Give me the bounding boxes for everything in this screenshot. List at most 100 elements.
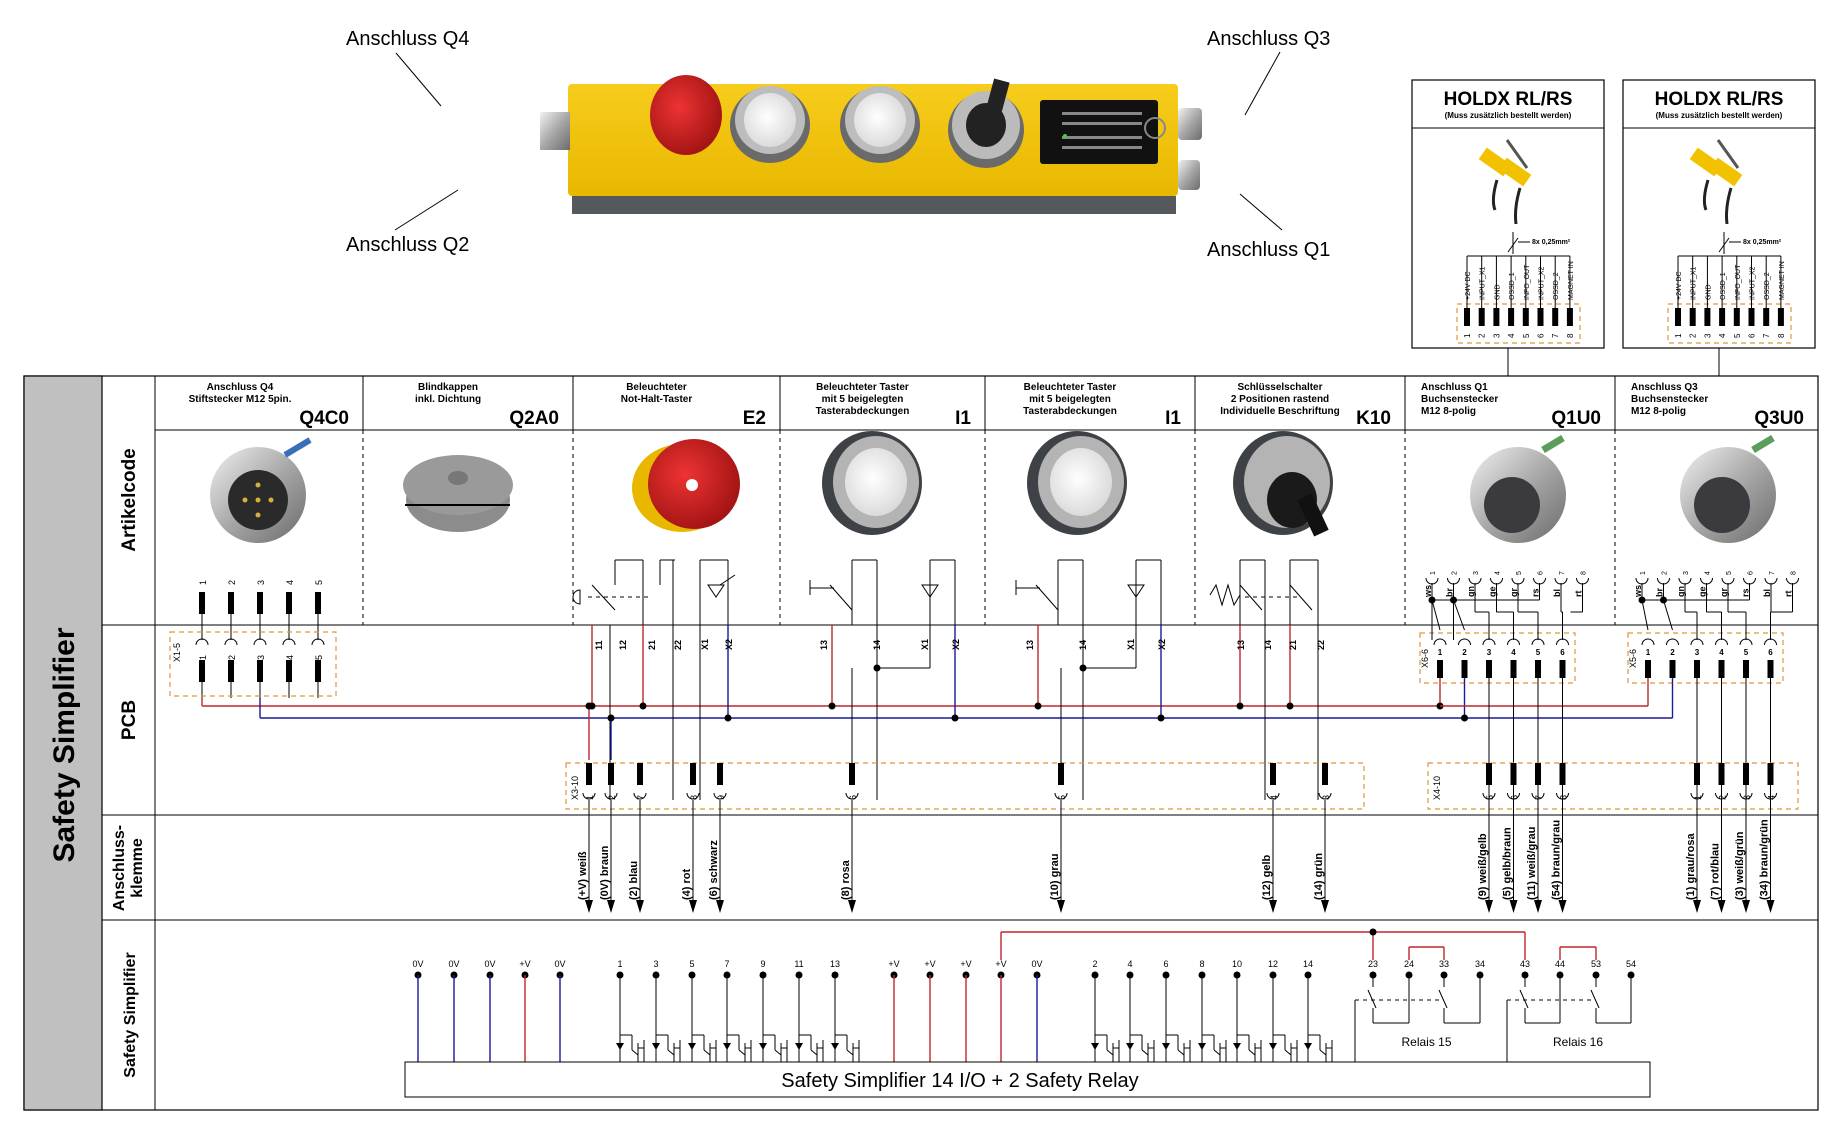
terminal-arrow (1717, 900, 1726, 913)
row-label-klemme: klemme (129, 838, 146, 898)
column-description: inkl. Dichtung (415, 394, 481, 405)
column-description: M12 8-polig (1631, 406, 1686, 417)
holdx-pin (1763, 308, 1770, 326)
holdx-pin-label: INPUT_X1 (1691, 266, 1698, 300)
transistor-arrow (688, 1043, 696, 1050)
holdx-cable-label: 8x 0,25mm² (1532, 239, 1571, 246)
column-description: Beleuchteter Taster (1024, 382, 1117, 393)
x4-pin (1559, 763, 1566, 785)
wire-color-label: rs (1741, 588, 1751, 597)
wire-color-label: ge (1698, 586, 1708, 597)
q4-pin (228, 592, 234, 614)
pin-number: 5 (1536, 648, 1541, 657)
x1-socket (253, 638, 267, 646)
socket-pin-number: 2 (1452, 571, 1459, 575)
x4-pin-number: 6 (1510, 795, 1520, 800)
holdx-cable-label: 8x 0,25mm² (1743, 239, 1782, 246)
column-description: Individuelle Beschriftung (1220, 406, 1339, 417)
junction-dot (1286, 702, 1294, 710)
relay-label: Relais 16 (1553, 1035, 1603, 1049)
column-description: Buchsenstecker (1421, 394, 1498, 405)
wire (631, 1049, 639, 1056)
pin (1718, 660, 1725, 678)
wire-color-label: gn (1466, 586, 1476, 597)
holdx-pin-number: 4 (1507, 333, 1516, 338)
pin-number: 2 (1462, 648, 1467, 657)
callout-q3: Anschluss Q3 (1207, 28, 1330, 50)
article-code: Q3U0 (1754, 408, 1804, 429)
wire-color-label: ws (1633, 585, 1643, 598)
holdx-pin-number: 8 (1566, 333, 1575, 338)
holdx-subtitle: (Muss zusätzlich bestellt werden) (1656, 111, 1783, 120)
ss-relay-terminal: 54 (1626, 959, 1636, 969)
callout-q4: Anschluss Q4 (346, 28, 469, 50)
safety-simplifier-box-label: Safety Simplifier 14 I/O + 2 Safety Rela… (781, 1070, 1138, 1092)
callout-q1: Anschluss Q1 (1207, 239, 1330, 261)
wire-color-label: ge (1488, 586, 1498, 597)
x4-pin (1535, 763, 1541, 785)
holdx-pin (1704, 308, 1711, 326)
column-description: Beleuchteter Taster (816, 382, 909, 393)
contact-label: X2 (724, 639, 734, 650)
terminal-label: (3) weiß/grün (1734, 831, 1746, 900)
holdx-pin (1689, 308, 1696, 326)
transistor-arrow (652, 1043, 660, 1050)
terminal-arrow (1693, 900, 1701, 913)
contact-label: 21 (1288, 640, 1298, 650)
holdx-pin-label: OSSD_1 (1720, 272, 1727, 300)
x3-socket (686, 792, 700, 800)
x1-socket (195, 638, 209, 646)
led-icon (921, 584, 939, 598)
wire (1367, 989, 1377, 1009)
socket-pin-number: 7 (1559, 571, 1566, 575)
ss-supply-terminal: 0V (412, 959, 423, 969)
x4-socket (1715, 792, 1728, 800)
terminal-arrow (1558, 900, 1567, 913)
pin-number: 1 (1438, 648, 1443, 657)
socket-pin-number: 2 (1662, 571, 1669, 575)
x4-pin-number: 1 (1693, 795, 1703, 800)
column-description: M12 8-polig (1421, 406, 1476, 417)
terminal-arrow (1534, 900, 1542, 913)
x3-pin-number: 2 (607, 795, 617, 800)
x3-pin (1058, 763, 1064, 785)
article-code: Q2A0 (509, 408, 559, 429)
ss-relay-terminal: 34 (1475, 959, 1485, 969)
wire-color-label: rt (1574, 590, 1584, 597)
x3-pin-number: 8 (689, 795, 699, 800)
wire-color-label: br (1655, 588, 1665, 597)
x6-connector-box (1419, 632, 1576, 684)
holdx-pin-number: 7 (1551, 333, 1560, 338)
ss-relay-terminal: 43 (1520, 959, 1530, 969)
junction-dot (1461, 714, 1468, 722)
column-description: Not-Halt-Taster (621, 394, 693, 405)
column-description: Anschluss Q4 (207, 382, 274, 393)
holdx-pin (1675, 308, 1681, 326)
pin (1645, 660, 1651, 678)
x1-pin-number: 3 (256, 655, 266, 660)
pin-number: 4 (1719, 648, 1724, 657)
holdx-pin (1522, 308, 1529, 326)
socket-pin-number: 7 (1769, 571, 1776, 575)
x1-label: X1-5 (172, 643, 182, 662)
q4-pin (286, 592, 292, 614)
junction-dot (1236, 702, 1244, 710)
ss-input-terminal: 12 (1268, 959, 1278, 969)
relay-label: Relais 15 (1401, 1035, 1451, 1049)
socket-pin-number: 1 (1640, 571, 1647, 575)
x3-pin-number: 1 (585, 795, 595, 800)
x3-pin (608, 763, 614, 785)
holdx-pin (1508, 308, 1515, 326)
contact-label: 12 (618, 640, 628, 650)
connector-label: X6-6 (1420, 649, 1430, 668)
x4-pin (1510, 763, 1517, 785)
holdx-pin-label: +24V DC (1676, 271, 1683, 300)
contact-label: 13 (1236, 640, 1246, 650)
row-label-anschluss: Anschluss- (111, 825, 128, 911)
contact-label: 14 (1078, 640, 1088, 650)
x1-socket (224, 638, 238, 646)
terminal-label: (4) rot (681, 869, 693, 901)
q4-pin (315, 592, 321, 614)
column-description: Tasterabdeckungen (1023, 406, 1117, 417)
